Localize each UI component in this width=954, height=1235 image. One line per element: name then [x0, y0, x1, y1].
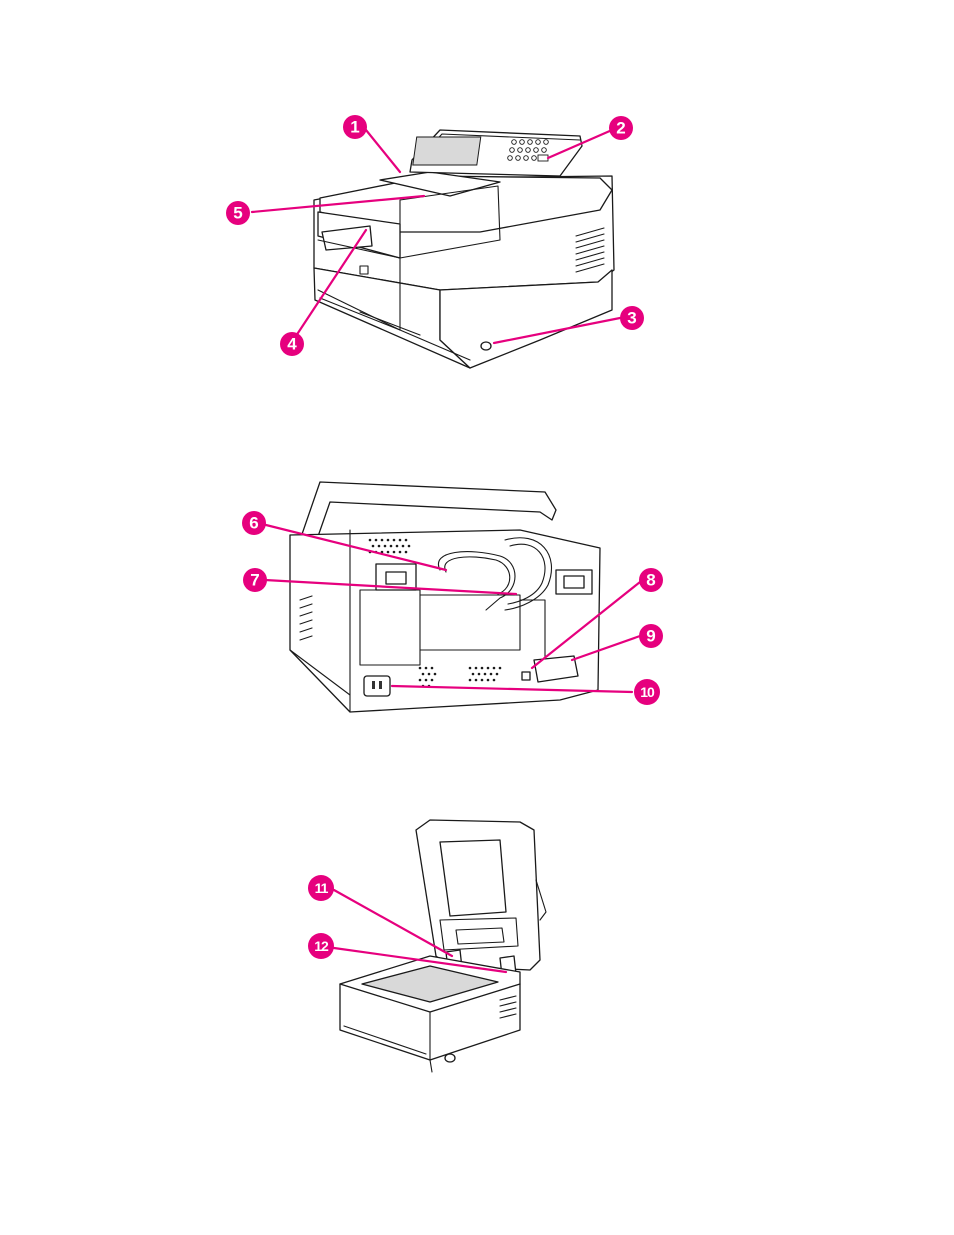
network-port: [522, 672, 530, 680]
callout-8: 8: [639, 568, 663, 592]
callout-12: 12: [308, 933, 334, 959]
open-lid-view: [340, 820, 546, 1072]
callout-3-label: 3: [627, 309, 636, 328]
front-view: [314, 130, 614, 368]
callout-2: 2: [609, 116, 633, 140]
callout-9: 9: [639, 624, 663, 648]
callout-7: 7: [243, 568, 267, 592]
callout-10-label: 10: [640, 684, 655, 700]
callout-3: 3: [620, 306, 644, 330]
rear-view: [290, 482, 600, 712]
callout-4: 4: [280, 332, 304, 356]
leader-1: [366, 130, 400, 172]
callout-6: 6: [242, 511, 266, 535]
callout-10: 10: [634, 679, 660, 705]
power-socket: [364, 676, 390, 696]
callout-12-label: 12: [314, 938, 329, 954]
callout-11: 11: [308, 875, 334, 901]
callout-4-label: 4: [287, 335, 297, 354]
callout-1-label: 1: [350, 118, 359, 137]
callout-1: 1: [343, 115, 367, 139]
callout-9-label: 9: [646, 627, 655, 646]
callout-6-label: 6: [249, 514, 258, 533]
callout-8-label: 8: [646, 571, 655, 590]
callout-2-label: 2: [616, 119, 625, 138]
callout-11-label: 11: [315, 880, 329, 896]
callout-7-label: 7: [250, 571, 259, 590]
callout-5-label: 5: [233, 204, 242, 223]
callout-5: 5: [226, 201, 250, 225]
